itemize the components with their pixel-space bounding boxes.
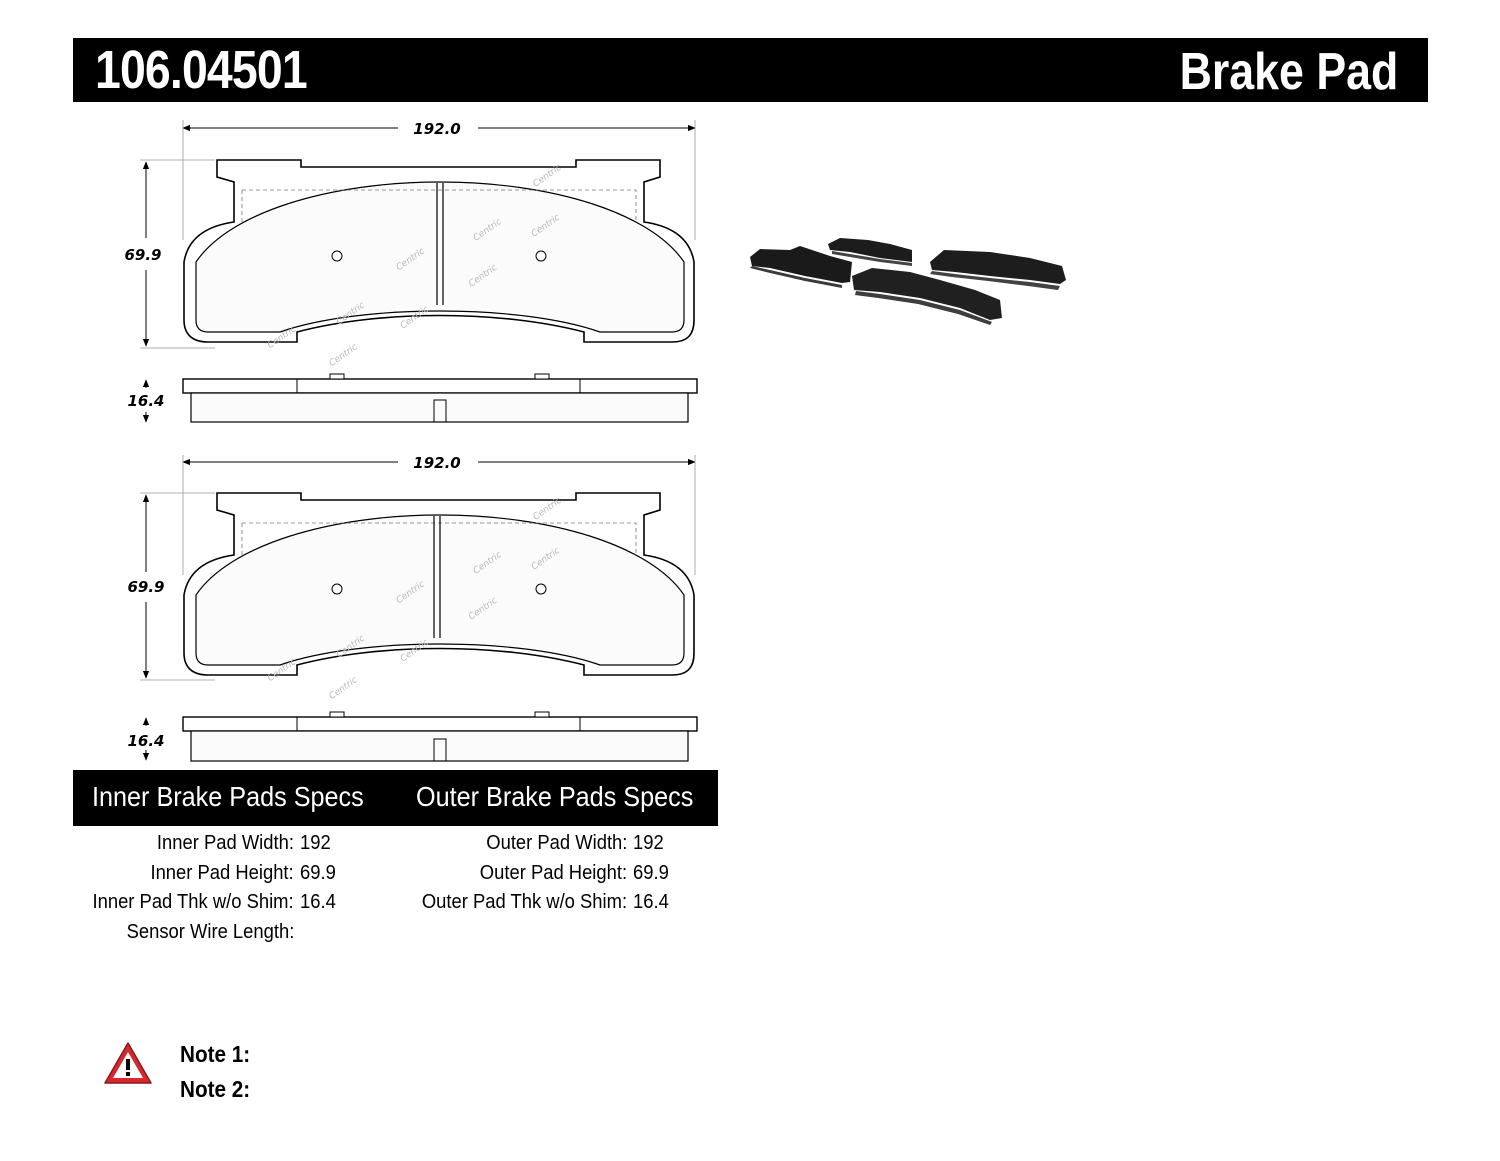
spec-label: Outer Pad Width: (485, 832, 627, 854)
title-bar: 106.04501 Brake Pad (73, 38, 1428, 102)
spec-label: Inner Pad Width: (156, 832, 294, 854)
bottom-width-label: 192.0 (413, 454, 460, 472)
top-pad-view: 192.0 69.9 Centric Centric Centric Centr… (124, 120, 698, 423)
top-thickness-label: 16.4 (127, 392, 164, 410)
bottom-height-label: 69.9 (127, 578, 164, 596)
note-1: Note 1: (180, 1041, 251, 1067)
spec-value: 192 (300, 832, 331, 854)
spec-label: Outer Pad Height: (479, 862, 627, 884)
spec-label: Inner Pad Thk w/o Shim: (92, 891, 294, 913)
spec-value: 16.4 (633, 891, 669, 913)
product-type: Brake Pad (1179, 43, 1398, 101)
part-number: 106.04501 (95, 40, 308, 100)
spec-value: 16.4 (300, 891, 336, 913)
spec-value: 69.9 (633, 862, 669, 884)
product-photo (750, 238, 1066, 325)
spec-label: Outer Pad Thk w/o Shim: (421, 891, 627, 913)
warning-icon (104, 1042, 152, 1084)
bottom-pad-view: 192.0 69.9 Centric Centric Centric Centr… (127, 454, 698, 762)
outer-specs-title: Outer Brake Pads Specs (416, 781, 694, 812)
spec-value: 192 (633, 832, 664, 854)
top-width-label: 192.0 (413, 120, 460, 138)
spec-value: 69.9 (300, 862, 336, 884)
top-height-label: 69.9 (124, 246, 161, 264)
specs-header: Inner Brake Pads Specs Outer Brake Pads … (73, 770, 718, 826)
spec-label: Sensor Wire Length: (126, 921, 294, 943)
svg-text:Centric: Centric (327, 342, 359, 369)
note-2: Note 2: (180, 1076, 251, 1102)
inner-specs-title: Inner Brake Pads Specs (92, 781, 364, 812)
spec-label: Inner Pad Height: (150, 862, 294, 884)
bottom-thickness-label: 16.4 (127, 732, 164, 750)
svg-text:Centric: Centric (327, 675, 359, 702)
